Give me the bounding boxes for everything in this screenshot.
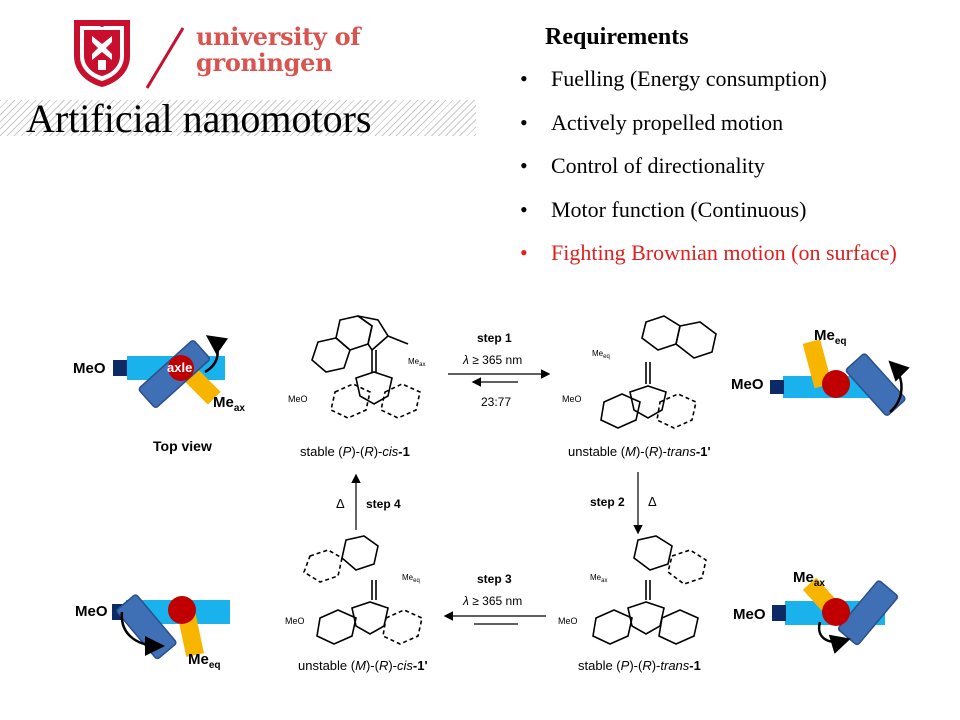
svg-text:MeO: MeO (731, 376, 764, 393)
step1-condition: λ ≥ 365 nm (462, 353, 522, 367)
requirement-item: • Motor function (Continuous) (520, 196, 897, 243)
molecule-bottom-left: Meeq MeO (285, 535, 423, 645)
requirements-list: • Fuelling (Energy consumption) • Actively… (520, 68, 897, 286)
logo-text-groningen: groningen (196, 48, 333, 77)
title-hatched-band (0, 100, 476, 136)
molecule-top-left: Meax MeO (288, 315, 425, 419)
bullet-icon: • (520, 66, 528, 91)
requirements-heading: Requirements (545, 24, 689, 50)
requirement-text: Fuelling (Energy consumption) (551, 66, 827, 91)
svg-text:Meeq: Meeq (188, 651, 221, 671)
motor-cartoon-bottom-right: MeO Meax (733, 569, 899, 654)
requirement-text: Control of directionality (551, 153, 765, 178)
step1-ratio: 23:77 (481, 395, 511, 409)
svg-text:Meax: Meax (793, 569, 825, 589)
requirement-text: Motor function (Continuous) (551, 196, 807, 222)
requirement-item: • Actively propelled motion (520, 109, 897, 156)
bullet-icon: • (520, 196, 528, 222)
step4-label: step 4 (366, 497, 401, 511)
motor-cartoon-top-left: MeO axle Meax Top view (73, 335, 245, 454)
svg-text:MeO: MeO (285, 616, 305, 626)
molecule-top-right: Meeq MeO (562, 315, 717, 429)
step1-label: step 1 (477, 331, 512, 345)
step2-delta: Δ (648, 494, 657, 509)
caption-bottom-left: unstable (M)-(R)-cis-1' (298, 658, 428, 673)
step4-delta: Δ (336, 496, 345, 511)
step2-label: step 2 (590, 495, 625, 509)
axle-label: axle (167, 360, 192, 375)
svg-text:Meeq: Meeq (592, 349, 610, 360)
logo-text-university: university of (196, 22, 361, 51)
molecule-bottom-right: Meax MeO (558, 535, 707, 645)
step3-label: step 3 (477, 572, 512, 586)
bullet-icon: • (520, 153, 528, 178)
rotation-arrow-icon (817, 621, 851, 654)
requirement-item: • Fuelling (Energy consumption) (520, 68, 897, 112)
caption-top-right: unstable (M)-(R)-trans-1' (568, 444, 711, 459)
svg-text:MeO: MeO (558, 616, 578, 626)
svg-text:MeO: MeO (562, 394, 582, 404)
svg-text:Meax: Meax (408, 357, 425, 368)
motor-cycle-diagram: MeO axle Meax Top view MeO Meeq MeO Meeq… (73, 315, 910, 673)
requirement-item-highlighted: • Fighting Brownian motion (on surface) (520, 242, 897, 286)
methoxy-block (113, 360, 127, 376)
rotation-arrow-icon (120, 611, 165, 656)
bullet-icon: • (520, 240, 528, 265)
university-seal-logo (74, 20, 130, 87)
requirement-text: Actively propelled motion (551, 109, 784, 135)
svg-text:Meeq: Meeq (814, 327, 847, 347)
meo-label: MeO (73, 360, 106, 377)
motor-cartoon-bottom-left: MeO Meeq (75, 594, 230, 671)
svg-text:Meeq: Meeq (402, 573, 420, 584)
logo-divider-slash (145, 27, 185, 89)
svg-text:MeO: MeO (733, 606, 766, 623)
requirement-text: Fighting Brownian motion (on surface) (551, 240, 897, 265)
requirement-item: • Control of directionality (520, 155, 897, 199)
bullet-icon: • (520, 109, 528, 135)
caption-bottom-right: stable (P)-(R)-trans-1 (578, 658, 701, 673)
stereocenter-ball (168, 355, 194, 381)
motor-cartoon-top-right: MeO Meeq (731, 327, 910, 416)
svg-text:Meax: Meax (590, 573, 607, 584)
step3-condition: λ ≥ 365 nm (462, 594, 522, 608)
svg-text:MeO: MeO (75, 603, 108, 620)
rotation-arrow-icon (204, 335, 229, 374)
top-view-label: Top view (153, 438, 212, 454)
caption-top-left: stable (P)-(R)-cis-1 (300, 444, 410, 459)
svg-text:MeO: MeO (288, 394, 308, 404)
methyl-label: Meax (213, 394, 245, 414)
rotation-arrow-icon (888, 360, 910, 413)
slide-title: Artificial nanomotors (26, 96, 372, 141)
